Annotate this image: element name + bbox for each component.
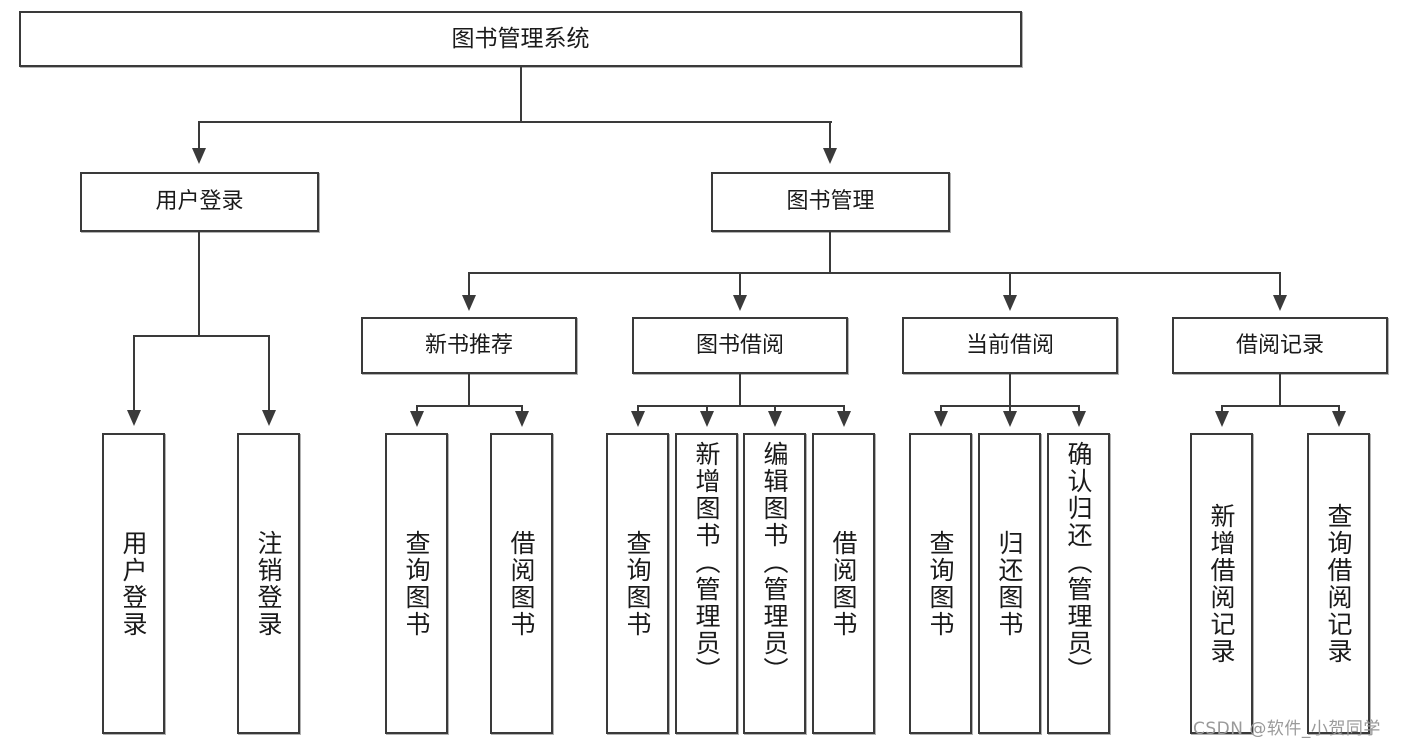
leaf-edit-book[interactable]: 编辑图书（管理员） (743, 433, 806, 734)
leaf-query-record[interactable]: 查询借阅记录 (1307, 433, 1370, 734)
node-label: 图书管理系统 (451, 25, 590, 52)
node-label: 查询借阅记录 (1324, 502, 1353, 665)
node-label: 借阅记录 (1235, 332, 1324, 358)
leaf-logout-login[interactable]: 注销登录 (237, 433, 300, 734)
arrowhead-leaf-user-login (127, 410, 141, 426)
node-label: 查询图书 (402, 529, 431, 638)
connector-book-borrow-stem (739, 374, 741, 406)
connector-book-borrow-bar (637, 405, 845, 407)
connector-to-book-borrow (739, 272, 741, 296)
arrowhead-to-new-book-recommend (462, 295, 476, 311)
connector-to-book-management (829, 121, 831, 149)
node-book-borrow[interactable]: 图书借阅 (632, 317, 848, 374)
node-label: 用户登录 (155, 189, 244, 215)
node-label: 查询图书 (926, 529, 955, 638)
leaf-add-record[interactable]: 新增借阅记录 (1190, 433, 1253, 734)
node-label: 归还图书 (995, 529, 1024, 638)
node-label: 图书借阅 (695, 332, 784, 358)
connector-book-borrow-leaf1 (637, 405, 639, 412)
arrowhead-to-borrow-record (1273, 295, 1287, 311)
node-current-borrow[interactable]: 当前借阅 (902, 317, 1118, 374)
connector-book-borrow-leaf2 (706, 405, 708, 412)
connector-borrow-record-leaf1 (1221, 405, 1223, 412)
node-label: 编辑图书（管理员） (760, 441, 789, 684)
leaf-add-book[interactable]: 新增图书（管理员） (675, 433, 738, 734)
connector-root-stem (520, 67, 522, 122)
connector-new-book-leaf1 (416, 405, 418, 412)
arrowhead-to-book-management (823, 148, 837, 164)
node-label: 确认归还（管理员） (1064, 441, 1093, 684)
node-label: 新增借阅记录 (1207, 502, 1236, 665)
node-label: 借阅图书 (507, 529, 536, 638)
connector-level3-bar (468, 272, 1280, 274)
leaf-confirm-return[interactable]: 确认归还（管理员） (1047, 433, 1110, 734)
leaf-query-book-3[interactable]: 查询图书 (909, 433, 972, 734)
arrowhead-leaf-add-book (700, 411, 714, 427)
arrowhead-leaf-query-book-2 (631, 411, 645, 427)
arrowhead-leaf-borrow-book-2 (837, 411, 851, 427)
connector-current-borrow-leaf1 (940, 405, 942, 412)
connector-level2-bar (198, 121, 832, 123)
connector-new-book-bar (416, 405, 522, 407)
node-label: 借阅图书 (829, 529, 858, 638)
leaf-query-book-1[interactable]: 查询图书 (385, 433, 448, 734)
connector-to-new-book-recommend (468, 272, 470, 296)
connector-new-book-leaf2 (521, 405, 523, 412)
connector-book-management-stem (829, 232, 831, 273)
node-new-book-recommend[interactable]: 新书推荐 (361, 317, 577, 374)
connector-user-login-leaf1 (133, 335, 135, 411)
arrowhead-to-book-borrow (733, 295, 747, 311)
connector-borrow-record-stem (1279, 374, 1281, 406)
connector-current-borrow-leaf3 (1078, 405, 1080, 412)
connector-user-login-stem (198, 232, 200, 336)
arrowhead-leaf-logout-login (262, 410, 276, 426)
connector-borrow-record-leaf2 (1338, 405, 1340, 412)
connector-book-borrow-leaf3 (774, 405, 776, 412)
leaf-user-login[interactable]: 用户登录 (102, 433, 165, 734)
node-label: 新书推荐 (424, 332, 513, 358)
arrowhead-leaf-return-book (1003, 411, 1017, 427)
connector-new-book-stem (468, 374, 470, 406)
connector-to-current-borrow (1009, 272, 1011, 296)
connector-user-login-leaf2 (268, 335, 270, 411)
node-label: 图书管理 (786, 189, 875, 215)
arrowhead-to-user-login (192, 148, 206, 164)
node-label: 查询图书 (623, 529, 652, 638)
node-borrow-record[interactable]: 借阅记录 (1172, 317, 1388, 374)
connector-to-borrow-record (1279, 272, 1281, 296)
arrowhead-leaf-query-book-1 (410, 411, 424, 427)
leaf-return-book[interactable]: 归还图书 (978, 433, 1041, 734)
arrowhead-to-current-borrow (1003, 295, 1017, 311)
connector-current-borrow-stem (1009, 374, 1011, 406)
node-label: 注销登录 (254, 529, 283, 638)
connector-current-borrow-leaf2 (1009, 405, 1011, 412)
arrowhead-leaf-query-book-3 (934, 411, 948, 427)
arrowhead-leaf-query-record (1332, 411, 1346, 427)
node-label: 新增图书（管理员） (692, 441, 721, 684)
arrowhead-leaf-edit-book (768, 411, 782, 427)
connector-book-borrow-leaf4 (843, 405, 845, 412)
connector-user-login-bar (133, 335, 269, 337)
arrowhead-leaf-borrow-book-1 (515, 411, 529, 427)
connector-to-user-login (198, 121, 200, 149)
leaf-borrow-book-1[interactable]: 借阅图书 (490, 433, 553, 734)
arrowhead-leaf-add-record (1215, 411, 1229, 427)
node-root-system[interactable]: 图书管理系统 (19, 11, 1022, 67)
node-user-login[interactable]: 用户登录 (80, 172, 319, 232)
node-label: 用户登录 (119, 529, 148, 638)
node-label: 当前借阅 (965, 332, 1054, 358)
arrowhead-leaf-confirm-return (1072, 411, 1086, 427)
leaf-borrow-book-2[interactable]: 借阅图书 (812, 433, 875, 734)
node-book-management[interactable]: 图书管理 (711, 172, 950, 232)
watermark-text: CSDN @软件_小贺同学 (1193, 719, 1381, 739)
connector-borrow-record-bar (1221, 405, 1339, 407)
leaf-query-book-2[interactable]: 查询图书 (606, 433, 669, 734)
